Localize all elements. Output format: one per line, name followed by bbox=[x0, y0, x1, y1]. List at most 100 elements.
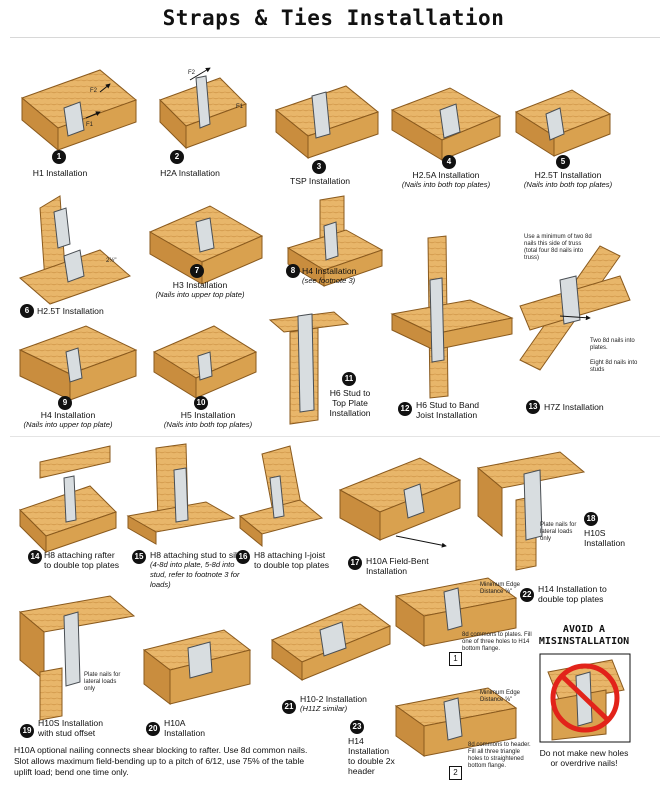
h8-ijoist-illustration bbox=[238, 445, 324, 548]
badge-7: 7 bbox=[190, 264, 204, 278]
caption-14-name: H8 attaching rafter to double top plates bbox=[44, 550, 120, 570]
caption-15-name: H8 attaching stud to sill bbox=[150, 550, 239, 560]
badge-15: 15 bbox=[132, 550, 146, 564]
h14-min-edge-1: Minimum Edge Distance ⅝" bbox=[480, 582, 521, 595]
h6-top-plate-illustration bbox=[268, 311, 350, 425]
h3-illustration bbox=[148, 205, 264, 285]
footnote: H10A optional nailing connects shear blo… bbox=[14, 745, 308, 777]
h7z-illustration bbox=[519, 245, 631, 371]
badge-6: 6 bbox=[20, 304, 34, 318]
h10a-illustration bbox=[142, 629, 252, 706]
caption-9-note: (Nails into upper top plate) bbox=[23, 420, 113, 429]
h6-band-joist-illustration bbox=[390, 235, 514, 399]
caption-9: H4 Installation(Nails into upper top pla… bbox=[8, 410, 128, 430]
caption-12-name: H6 Stud to Band Joist Installation bbox=[416, 400, 480, 420]
caption-13-name: H7Z Installation bbox=[544, 402, 604, 412]
caption-15: H8 attaching stud to sill(4-8d into plat… bbox=[150, 550, 242, 590]
caption-9-name: H4 Installation bbox=[40, 410, 96, 420]
badge-22: 22 bbox=[520, 588, 534, 602]
h7z-note-studs: Eight 8d nails into studs bbox=[590, 360, 638, 373]
caption-19: H10S Installation with stud offset bbox=[38, 718, 118, 738]
caption-6: H2.5T Installation bbox=[37, 306, 147, 316]
caption-7: H3 Installation(Nails into upper top pla… bbox=[140, 280, 260, 300]
h2a-illustration bbox=[159, 67, 247, 150]
caption-6-name: H2.5T Installation bbox=[37, 306, 104, 316]
badge-10: 10 bbox=[194, 396, 208, 410]
caption-5-note: (Nails into both top plates) bbox=[523, 180, 613, 189]
badge-2: 2 bbox=[170, 150, 184, 164]
caption-10-name: H5 Installation bbox=[180, 410, 236, 420]
option-box-1: 1 bbox=[449, 652, 462, 666]
badge-21: 21 bbox=[282, 700, 296, 714]
h8-sill-illustration bbox=[126, 443, 236, 545]
caption-16-name: H8 attaching I-joist to double top plate… bbox=[254, 550, 330, 570]
caption-4-name: H2.5A Installation bbox=[412, 170, 480, 180]
badge-4: 4 bbox=[442, 155, 456, 169]
h4-illustration bbox=[286, 195, 384, 287]
caption-1-name: H1 Installation bbox=[32, 168, 88, 178]
caption-13: H7Z Installation bbox=[544, 402, 634, 412]
badge-16: 16 bbox=[236, 550, 250, 564]
h14-min-edge-2: Minimum Edge Distance ⅝" bbox=[480, 690, 521, 703]
caption-1: H1 Installation bbox=[10, 168, 110, 178]
h25t-truss-illustration bbox=[19, 195, 131, 305]
caption-10-note: (Nails into both top plates) bbox=[163, 420, 253, 429]
badge-19: 19 bbox=[20, 724, 34, 738]
h14-note-1: 8d commons to plates. Fill one of three … bbox=[462, 632, 532, 652]
h10s-offset-plate-note: Plate nails for lateral loads only bbox=[84, 672, 121, 692]
caption-10: H5 Installation(Nails into both top plat… bbox=[148, 410, 268, 430]
h25a-illustration bbox=[390, 87, 502, 161]
h10s-plate-note: Plate nails for lateral loads only bbox=[540, 522, 577, 542]
caption-8-name: H4 Installation bbox=[302, 266, 357, 276]
badge-1: 1 bbox=[52, 150, 66, 164]
badge-18: 18 bbox=[584, 512, 598, 526]
caption-17-name: H10A Field-Bent Installation bbox=[366, 556, 429, 576]
page-title: Straps & Ties Installation bbox=[162, 6, 505, 30]
caption-2: H2A Installation bbox=[140, 168, 240, 178]
caption-11-name: H6 Stud to Top Plate Installation bbox=[329, 388, 371, 418]
h4b-illustration bbox=[18, 325, 138, 401]
badge-14: 14 bbox=[28, 550, 42, 564]
h10s-offset-illustration bbox=[18, 595, 136, 721]
caption-20-name: H10A Installation bbox=[164, 718, 206, 738]
h10a-field-bent-illustration bbox=[338, 457, 462, 548]
caption-23: H14 Installation to double 2x header bbox=[348, 736, 398, 776]
caption-14: H8 attaching rafter to double top plates bbox=[44, 550, 124, 570]
caption-8: H4 Installation(see footnote 3) bbox=[302, 266, 362, 286]
caption-18: H10S Installation bbox=[584, 528, 634, 548]
badge-8: 8 bbox=[286, 264, 300, 278]
caption-22-name: H14 Installation to double top plates bbox=[538, 584, 607, 604]
badge-17: 17 bbox=[348, 556, 362, 570]
badge-5: 5 bbox=[556, 155, 570, 169]
avoid-title: AVOID A MISINSTALLATION bbox=[538, 624, 630, 647]
badge-23: 23 bbox=[350, 720, 364, 734]
h14-header-illustration bbox=[394, 687, 518, 757]
h5-illustration bbox=[152, 325, 258, 399]
badge-3: 3 bbox=[312, 160, 326, 174]
h14-plates-illustration bbox=[394, 577, 518, 647]
caption-5: H2.5T Installation(Nails into both top p… bbox=[508, 170, 628, 190]
section-rule bbox=[10, 436, 660, 437]
caption-7-note: (Nails into upper top plate) bbox=[155, 290, 245, 299]
caption-16: H8 attaching I-joist to double top plate… bbox=[254, 550, 334, 570]
caption-20: H10A Installation bbox=[164, 718, 224, 738]
caption-17: H10A Field-Bent Installation bbox=[366, 556, 446, 576]
caption-23-name: H14 Installation to double 2x header bbox=[348, 736, 395, 776]
caption-3: TSP Installation bbox=[270, 176, 370, 186]
h7z-note-top: Use a minimum of two 8d nails this side … bbox=[524, 234, 592, 261]
caption-12: H6 Stud to Band Joist Installation bbox=[416, 400, 496, 420]
h1-f2-label: F2 bbox=[90, 88, 98, 94]
avoid-illustration bbox=[539, 653, 631, 743]
caption-2-name: H2A Installation bbox=[160, 168, 220, 178]
badge-20: 20 bbox=[146, 722, 160, 736]
caption-22: H14 Installation to double top plates bbox=[538, 584, 628, 604]
badge-13: 13 bbox=[526, 400, 540, 414]
option-box-2: 2 bbox=[449, 766, 462, 780]
h25t-illustration bbox=[514, 89, 612, 157]
caption-4: H2.5A Installation(Nails into both top p… bbox=[386, 170, 506, 190]
h14-note-2: 8d commons to header. Fill all three tri… bbox=[468, 742, 531, 769]
badge-12: 12 bbox=[398, 402, 412, 416]
avoid-note: Do not make new holes or overdrive nails… bbox=[539, 748, 629, 768]
h25t-dim-label: 2½" bbox=[106, 258, 117, 264]
h1-illustration bbox=[21, 69, 137, 152]
